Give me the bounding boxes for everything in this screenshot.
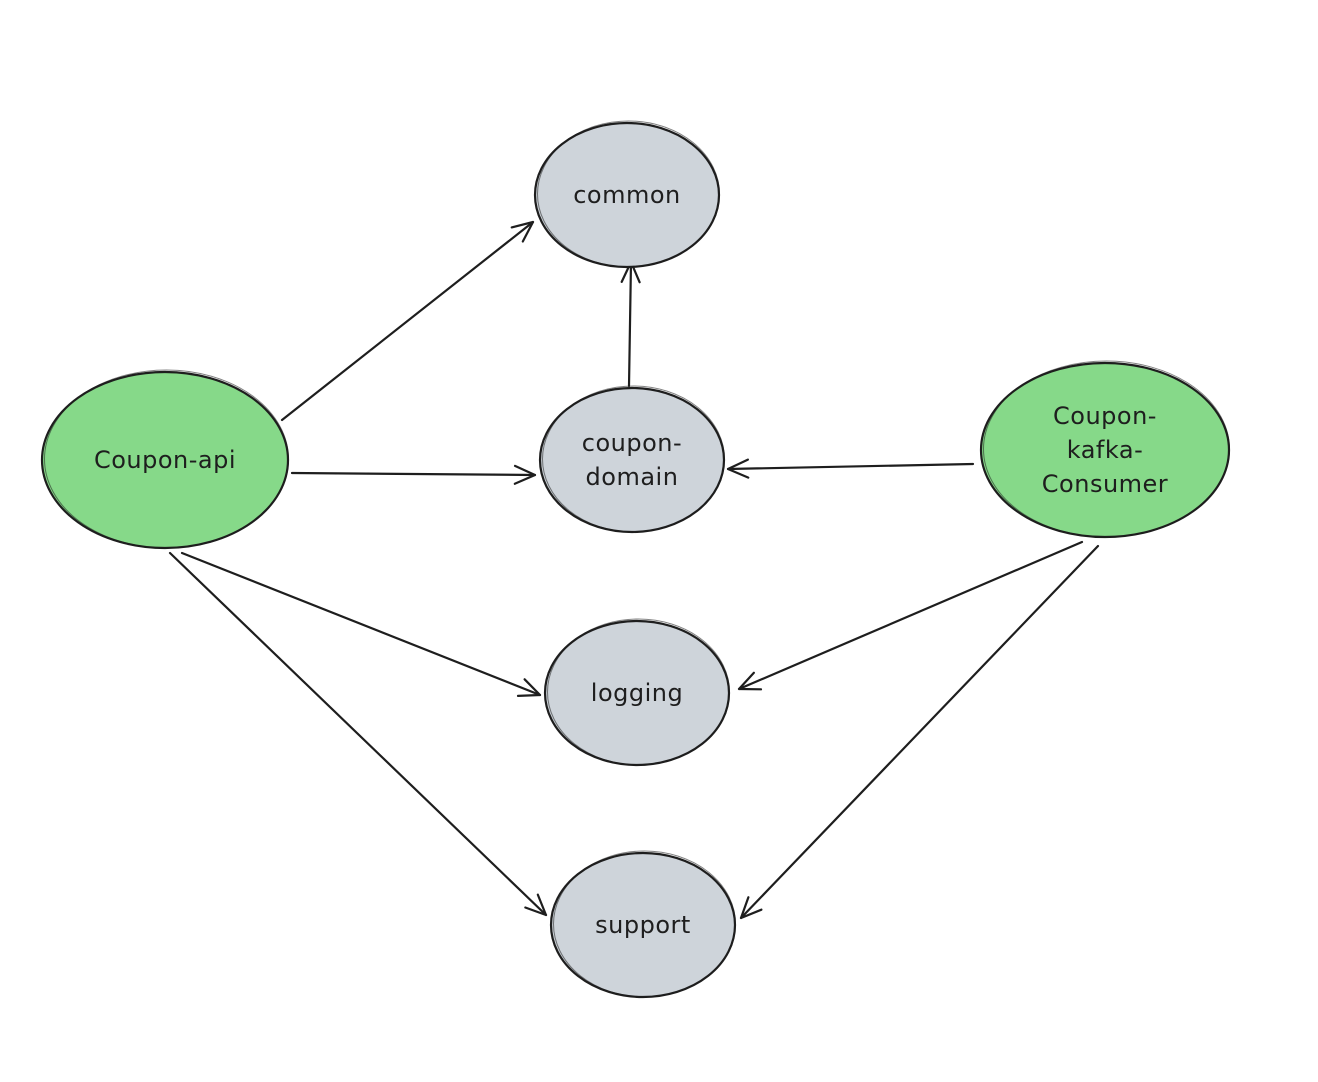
edge-line	[739, 544, 1100, 920]
node-outline-sketch	[547, 618, 730, 766]
node-label: Consumer	[1042, 470, 1168, 498]
node-outline-sketch	[537, 120, 720, 268]
node-outline-sketch	[553, 850, 736, 998]
node-outline-sketch	[542, 385, 725, 533]
edge-coupon-api-to-logging	[180, 551, 542, 697]
node-outline-sketch	[983, 360, 1230, 538]
edge-coupon-domain-to-common	[620, 260, 641, 388]
node-support[interactable]: support	[549, 850, 737, 999]
edge-line	[290, 471, 537, 477]
arrowhead	[513, 464, 537, 485]
edge-line	[627, 260, 633, 388]
node-label: support	[595, 911, 691, 939]
node-label: logging	[591, 679, 683, 707]
edge-line	[737, 540, 1084, 691]
node-label: Coupon-api	[94, 446, 236, 474]
edges-layer	[168, 220, 1100, 920]
edge-coupon-api-to-support	[168, 551, 548, 917]
edge-coupon-kafka-consumer-to-logging	[737, 540, 1084, 691]
node-common[interactable]: common	[533, 120, 721, 269]
arrowhead	[737, 671, 763, 691]
edge-coupon-kafka-consumer-to-support	[739, 544, 1100, 920]
node-coupon-api[interactable]: Coupon-api	[40, 369, 290, 550]
edge-line	[180, 551, 542, 697]
arrowhead	[516, 678, 542, 697]
edge-line	[168, 551, 548, 917]
edge-coupon-api-to-coupon-domain	[290, 464, 537, 485]
node-outline-sketch	[44, 369, 289, 549]
edge-line	[726, 462, 975, 471]
edge-coupon-kafka-consumer-to-coupon-domain	[726, 458, 975, 479]
arrowhead	[739, 896, 763, 920]
node-coupon-domain[interactable]: coupon-domain	[538, 385, 726, 534]
node-label: Coupon-	[1053, 402, 1157, 430]
node-shape	[538, 386, 726, 534]
node-label: common	[573, 181, 681, 209]
edge-line	[280, 220, 535, 422]
arrowhead	[510, 220, 535, 243]
edge-coupon-api-to-common	[280, 220, 535, 422]
node-coupon-kafka-consumer[interactable]: Coupon-kafka- Consumer	[979, 360, 1231, 539]
node-label: kafka-	[1067, 436, 1143, 464]
node-label: coupon-	[582, 429, 682, 457]
arrowhead	[524, 893, 548, 917]
arrowhead	[726, 458, 750, 479]
nodes-layer: Coupon-api common coupon-domain Coupon-kafk…	[40, 120, 1231, 999]
node-logging[interactable]: logging	[543, 618, 731, 767]
node-label: domain	[586, 463, 679, 491]
